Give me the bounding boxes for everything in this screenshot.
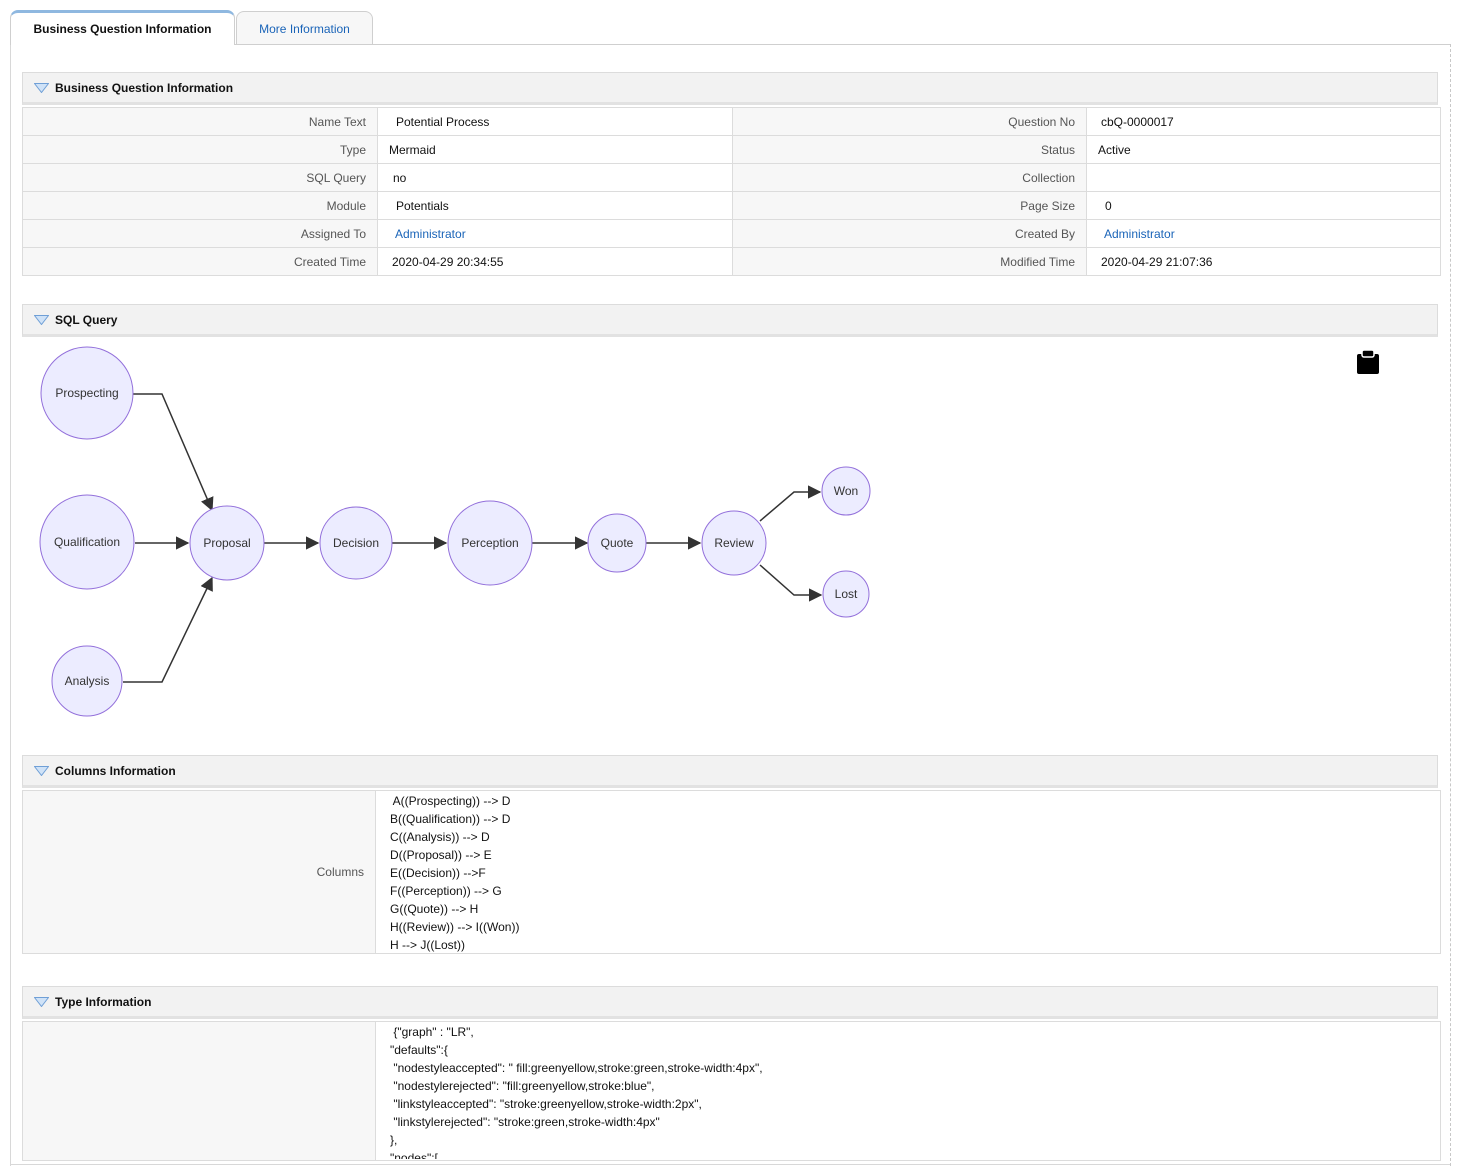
collection-value	[1087, 164, 1441, 192]
sql-query-value: no	[378, 164, 733, 192]
flow-node-lost: Lost	[823, 571, 869, 617]
flow-node-won: Won	[822, 467, 870, 515]
field-label: Page Size	[733, 192, 1087, 220]
columns-block-title: Columns Information	[55, 764, 176, 778]
flow-node-label: Perception	[461, 536, 518, 550]
flow-link	[760, 492, 820, 521]
flow-node-label: Lost	[835, 587, 858, 601]
tab-bar: Business Question Information More Infor…	[10, 10, 1450, 45]
status-value: Active	[1087, 136, 1441, 164]
table-row: Name Text Potential Process Question No …	[23, 108, 1441, 136]
columns-table: Columns A((Prospecting)) --> DB((Qualifi…	[22, 790, 1441, 954]
flow-link	[760, 565, 821, 595]
sql-block-title: SQL Query	[55, 313, 117, 327]
modified-time-value: 2020-04-29 21:07:36	[1087, 248, 1441, 276]
bq-block-title: Business Question Information	[55, 81, 233, 95]
flow-node-label: Review	[714, 536, 754, 550]
flow-link	[123, 578, 212, 682]
bq-detail-table: Name Text Potential Process Question No …	[22, 107, 1441, 276]
flow-node-review: Review	[702, 511, 766, 575]
columns-line: H((Review)) --> I((Won))	[390, 918, 1440, 936]
flow-node-label: Prospecting	[55, 386, 118, 400]
columns-block-header[interactable]: Columns Information	[22, 755, 1438, 788]
frame-border-left	[10, 44, 11, 1166]
field-label: Type	[23, 136, 378, 164]
type-block-title: Type Information	[55, 995, 151, 1009]
type-value: Mermaid	[378, 136, 733, 164]
table-row: Assigned To Administrator Created By Adm…	[23, 220, 1441, 248]
table-row: Module Potentials Page Size 0	[23, 192, 1441, 220]
triangle-down-icon[interactable]	[34, 83, 49, 93]
columns-line: B((Qualification)) --> D	[390, 810, 1440, 828]
flow-node-label: Decision	[333, 536, 379, 550]
sql-block-header[interactable]: SQL Query	[22, 304, 1438, 337]
created-by-link[interactable]: Administrator	[1104, 227, 1175, 241]
flow-node-analysis: Analysis	[52, 646, 122, 716]
frame-border-bottom	[10, 1164, 1450, 1165]
field-label: Question No	[733, 108, 1087, 136]
page-size-value: 0	[1087, 192, 1441, 220]
type-line: "nodestylerejected": "fill:greenyellow,s…	[390, 1077, 1440, 1095]
field-label: Name Text	[23, 108, 378, 136]
tab-business-question-information[interactable]: Business Question Information	[10, 10, 235, 45]
columns-label: Columns	[23, 791, 376, 954]
columns-line: H --> J((Lost))	[390, 936, 1440, 953]
type-line: {"graph" : "LR",	[390, 1023, 1440, 1041]
flow-node-decision: Decision	[320, 507, 392, 579]
tab-more-information[interactable]: More Information	[236, 11, 373, 45]
flow-node-proposal: Proposal	[190, 506, 264, 580]
triangle-down-icon[interactable]	[34, 997, 49, 1007]
flow-node-label: Analysis	[65, 674, 110, 688]
type-line: "defaults":{	[390, 1041, 1440, 1059]
type-line: "nodes":[	[390, 1149, 1440, 1159]
module-value: Potentials	[378, 192, 733, 220]
table-row: SQL Query no Collection	[23, 164, 1441, 192]
type-line: "nodestyleaccepted": " fill:greenyellow,…	[390, 1059, 1440, 1077]
table-row: Columns A((Prospecting)) --> DB((Qualifi…	[23, 791, 1441, 954]
flow-node-qualification: Qualification	[40, 495, 134, 589]
flow-node-prospecting: Prospecting	[41, 347, 133, 439]
field-label: Collection	[733, 164, 1087, 192]
assigned-to-link[interactable]: Administrator	[395, 227, 466, 241]
flow-node-label: Proposal	[203, 536, 250, 550]
bq-block-header[interactable]: Business Question Information	[22, 72, 1438, 105]
columns-definition: A((Prospecting)) --> DB((Qualification))…	[376, 791, 1440, 953]
question-no-value: cbQ-0000017	[1087, 108, 1441, 136]
triangle-down-icon[interactable]	[34, 315, 49, 325]
created-time-value: 2020-04-29 20:34:55	[378, 248, 733, 276]
type-table: {"graph" : "LR","defaults":{ "nodestylea…	[22, 1021, 1441, 1161]
name-text-value: Potential Process	[378, 108, 733, 136]
flow-node-perception: Perception	[448, 501, 532, 585]
table-row: Created Time 2020-04-29 20:34:55 Modifie…	[23, 248, 1441, 276]
field-label: Modified Time	[733, 248, 1087, 276]
mermaid-flowchart: ProspectingQualificationAnalysis Proposal…	[22, 340, 1440, 735]
columns-line: G((Quote)) --> H	[390, 900, 1440, 918]
columns-line: D((Proposal)) --> E	[390, 846, 1440, 864]
columns-line: A((Prospecting)) --> D	[390, 792, 1440, 810]
type-line: "linkstyleaccepted": "stroke:greenyellow…	[390, 1095, 1440, 1113]
type-definition: {"graph" : "LR","defaults":{ "nodestylea…	[376, 1022, 1440, 1159]
flow-node-label: Quote	[601, 536, 634, 550]
type-line: },	[390, 1131, 1440, 1149]
columns-line: F((Perception)) --> G	[390, 882, 1440, 900]
columns-line: C((Analysis)) --> D	[390, 828, 1440, 846]
table-row: Type Mermaid Status Active	[23, 136, 1441, 164]
type-line: "linkstylerejected": "stroke:green,strok…	[390, 1113, 1440, 1131]
flow-node-label: Qualification	[54, 535, 120, 549]
frame-border-right	[1450, 44, 1451, 1166]
type-label	[23, 1022, 376, 1161]
flow-link	[133, 394, 212, 510]
field-label: Status	[733, 136, 1087, 164]
field-label: Module	[23, 192, 378, 220]
field-label: SQL Query	[23, 164, 378, 192]
field-label: Created Time	[23, 248, 378, 276]
flow-node-quote: Quote	[588, 514, 646, 572]
triangle-down-icon[interactable]	[34, 766, 49, 776]
columns-line: E((Decision)) -->F	[390, 864, 1440, 882]
field-label: Assigned To	[23, 220, 378, 248]
type-block-header[interactable]: Type Information	[22, 986, 1438, 1019]
field-label: Created By	[733, 220, 1087, 248]
table-row: {"graph" : "LR","defaults":{ "nodestylea…	[23, 1022, 1441, 1161]
flow-node-label: Won	[834, 484, 858, 498]
